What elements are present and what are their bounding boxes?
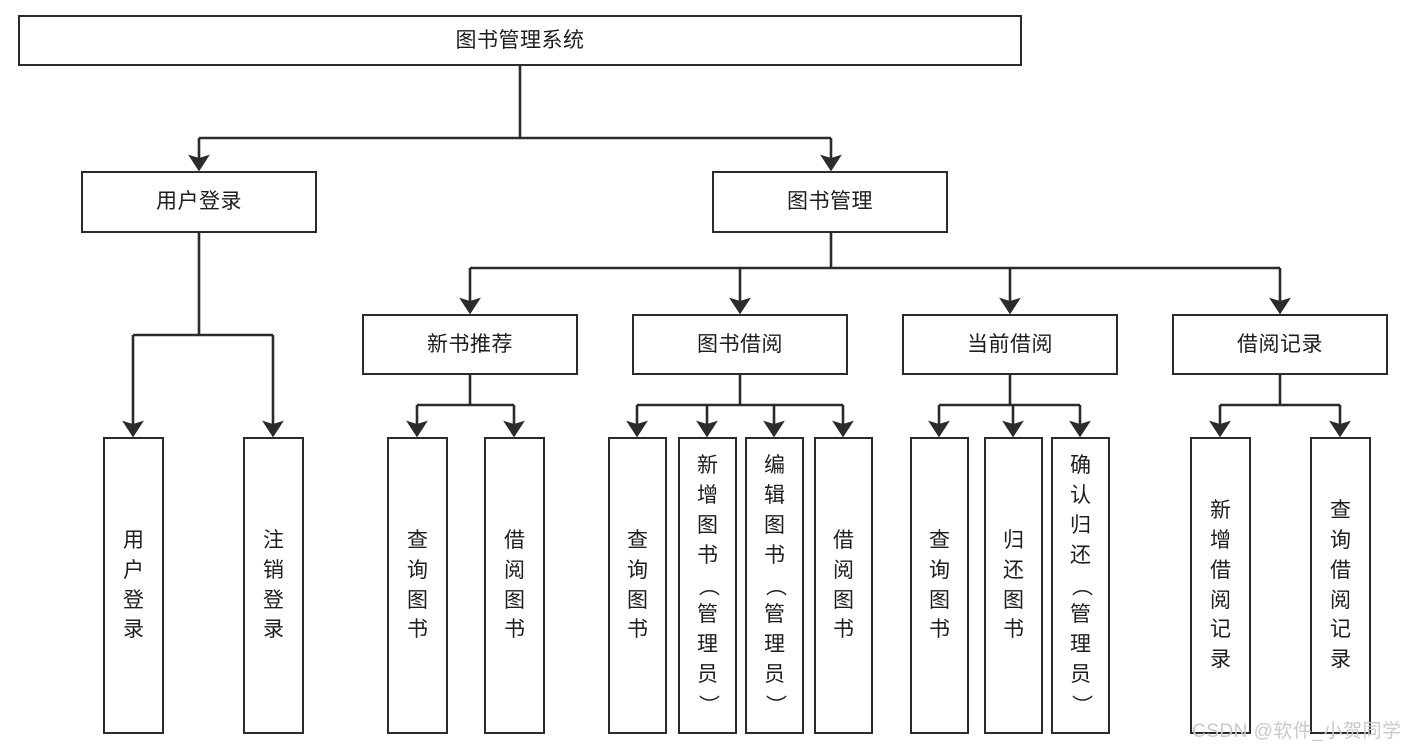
leaf-borrow-book-rec-label: 借阅图书 bbox=[504, 528, 525, 642]
leaf-borrow-book-label: 借阅图书 bbox=[833, 528, 854, 642]
leaf-add-book-label: 新增图书（管理员） bbox=[696, 454, 720, 716]
leaf-confirm-return[interactable]: 确认归还（管理员） bbox=[1051, 437, 1110, 734]
node-user-login[interactable]: 用户登录 bbox=[81, 171, 317, 233]
node-user-login-label: 用户登录 bbox=[156, 190, 242, 214]
node-new-book-recommend-label: 新书推荐 bbox=[427, 332, 513, 356]
leaf-user-login-label: 用户登录 bbox=[123, 528, 144, 642]
leaf-query-book-borrow[interactable]: 查询图书 bbox=[608, 437, 667, 734]
leaf-user-login[interactable]: 用户登录 bbox=[103, 437, 164, 734]
leaf-return-book-label: 归还图书 bbox=[1003, 528, 1024, 642]
node-book-borrow[interactable]: 图书借阅 bbox=[632, 314, 848, 375]
leaf-query-book-cur-label: 查询图书 bbox=[929, 528, 950, 642]
node-borrow-record[interactable]: 借阅记录 bbox=[1172, 314, 1388, 375]
node-book-manage-label: 图书管理 bbox=[787, 190, 873, 214]
node-current-borrow[interactable]: 当前借阅 bbox=[902, 314, 1118, 375]
leaf-query-book-rec[interactable]: 查询图书 bbox=[387, 437, 448, 734]
node-borrow-record-label: 借阅记录 bbox=[1237, 332, 1323, 356]
leaf-borrow-book[interactable]: 借阅图书 bbox=[814, 437, 873, 734]
leaf-return-book[interactable]: 归还图书 bbox=[984, 437, 1043, 734]
leaf-user-logout[interactable]: 注销登录 bbox=[243, 437, 304, 734]
leaf-query-book-rec-label: 查询图书 bbox=[407, 528, 428, 642]
node-root-label: 图书管理系统 bbox=[455, 28, 585, 52]
leaf-query-book-cur[interactable]: 查询图书 bbox=[910, 437, 969, 734]
leaf-add-record[interactable]: 新增借阅记录 bbox=[1190, 437, 1251, 734]
node-book-manage[interactable]: 图书管理 bbox=[712, 171, 948, 233]
leaf-query-record[interactable]: 查询借阅记录 bbox=[1310, 437, 1371, 734]
leaf-edit-book-label: 编辑图书（管理员） bbox=[763, 454, 787, 716]
leaf-edit-book[interactable]: 编辑图书（管理员） bbox=[745, 437, 804, 734]
node-book-borrow-label: 图书借阅 bbox=[697, 332, 783, 356]
node-current-borrow-label: 当前借阅 bbox=[967, 332, 1053, 356]
node-root[interactable]: 图书管理系统 bbox=[18, 15, 1022, 66]
leaf-borrow-book-rec[interactable]: 借阅图书 bbox=[484, 437, 545, 734]
leaf-query-record-label: 查询借阅记录 bbox=[1330, 499, 1351, 672]
leaf-user-logout-label: 注销登录 bbox=[263, 528, 284, 642]
leaf-add-book[interactable]: 新增图书（管理员） bbox=[678, 437, 737, 734]
node-new-book-recommend[interactable]: 新书推荐 bbox=[362, 314, 578, 375]
leaf-add-record-label: 新增借阅记录 bbox=[1210, 499, 1231, 672]
leaf-query-book-borrow-label: 查询图书 bbox=[627, 528, 648, 642]
leaf-confirm-return-label: 确认归还（管理员） bbox=[1069, 454, 1093, 716]
